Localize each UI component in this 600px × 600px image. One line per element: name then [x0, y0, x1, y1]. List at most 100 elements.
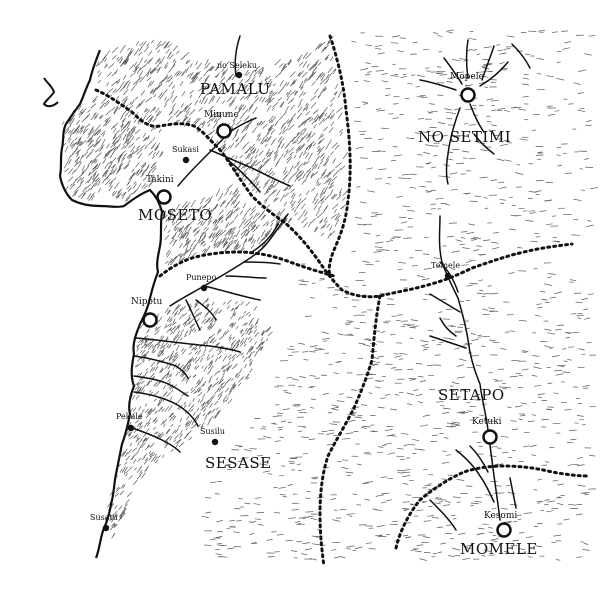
hatch-stroke [219, 88, 223, 95]
hatch-stroke [397, 50, 404, 53]
town-marker-sukasi[interactable] [182, 156, 190, 164]
hatch-stroke [128, 142, 135, 149]
hatch-stroke [484, 207, 489, 210]
hatch-stroke [174, 223, 179, 228]
city-marker-takini[interactable] [156, 189, 172, 205]
hatch-stroke [201, 219, 208, 226]
hatch-stroke [189, 72, 194, 79]
hatch-stroke [143, 339, 148, 345]
hatch-stroke [151, 348, 155, 354]
hatch-stroke [149, 88, 154, 94]
hatch-stroke [206, 400, 210, 405]
hatch-stroke [245, 115, 250, 121]
hatch-stroke [248, 347, 254, 353]
hatch-stroke [145, 368, 149, 372]
town-marker-punepo[interactable] [200, 284, 208, 292]
hatch-stroke [130, 125, 136, 131]
hatch-stroke [170, 259, 174, 264]
hatch-stroke [155, 107, 160, 113]
hatch-stroke [126, 138, 130, 145]
hatch-stroke [261, 67, 265, 71]
hatch-stroke [555, 328, 562, 331]
hatch-stroke [152, 151, 156, 156]
city-marker-kesomi[interactable] [496, 522, 512, 538]
hatch-stroke [284, 105, 289, 113]
hatch-stroke [289, 200, 294, 205]
hatch-stroke [305, 111, 311, 116]
hatch-stroke [117, 192, 122, 199]
hatch-stroke [222, 384, 226, 389]
hatch-stroke [119, 491, 124, 496]
hatch-stroke [264, 170, 269, 175]
hatch-stroke [445, 425, 452, 428]
hatch-stroke [95, 177, 100, 182]
hatch-stroke [167, 378, 171, 382]
hatch-stroke [122, 99, 126, 105]
town-marker-temele[interactable] [444, 272, 452, 280]
hatch-stroke [308, 140, 315, 147]
hatch-stroke [331, 404, 339, 407]
hatch-stroke [217, 393, 220, 397]
region-borders [94, 34, 590, 568]
hatch-stroke [282, 166, 287, 174]
hatch-stroke [113, 142, 117, 147]
city-marker-ketuki[interactable] [482, 429, 498, 445]
hatch-stroke [387, 298, 394, 300]
city-marker-mopele[interactable] [460, 87, 476, 103]
town-marker-susilu[interactable] [211, 438, 219, 446]
hatch-stroke [239, 329, 243, 333]
hatch-stroke [199, 99, 202, 104]
hatch-stroke [245, 78, 250, 84]
hatch-stroke [303, 78, 310, 84]
hatch-stroke [170, 359, 176, 365]
city-marker-minune[interactable] [216, 123, 232, 139]
hatch-stroke [128, 466, 133, 471]
hatch-stroke [390, 237, 395, 240]
town-marker-susatu[interactable] [102, 524, 110, 532]
hatch-stroke [76, 153, 79, 158]
hatch-stroke [222, 243, 226, 247]
town-marker-pekale[interactable] [127, 424, 135, 432]
hatch-stroke [234, 214, 239, 220]
hatch-stroke [191, 420, 195, 425]
hatch-stroke [172, 429, 177, 435]
hatch-stroke [208, 360, 213, 366]
hatch-stroke [222, 82, 226, 86]
hatch-stroke [168, 111, 173, 116]
hatch-stroke [308, 117, 314, 122]
hatch-stroke [218, 85, 222, 90]
hatch-stroke [570, 438, 577, 441]
hatch-stroke [375, 361, 381, 364]
hatch-stroke [430, 207, 436, 210]
hatch-stroke [399, 353, 407, 355]
hatch-stroke [138, 375, 144, 381]
hatch-stroke [122, 89, 129, 96]
hatch-stroke [165, 428, 171, 435]
hatch-stroke [203, 415, 208, 421]
town-marker-no-seleku[interactable] [235, 71, 243, 79]
hatch-stroke [403, 534, 409, 537]
river-mopele-9 [473, 133, 495, 155]
hatch-stroke [264, 159, 269, 164]
hatch-stroke [345, 471, 354, 474]
hatch-stroke [201, 353, 205, 358]
hatch-stroke [294, 174, 300, 182]
hatch-stroke [133, 458, 137, 464]
hatch-stroke [123, 164, 129, 169]
hatch-stroke [219, 383, 223, 388]
city-marker-nipotu[interactable] [142, 312, 158, 328]
hatch-stroke [336, 107, 343, 113]
hatch-stroke [339, 128, 344, 133]
hatch-stroke [506, 406, 512, 409]
hatch-stroke [157, 110, 162, 117]
hatch-stroke [197, 356, 201, 362]
hatch-stroke [89, 148, 94, 155]
hatch-stroke [126, 185, 132, 190]
hatch-stroke [268, 227, 273, 235]
hatch-stroke [268, 90, 273, 94]
hatch-stroke [240, 301, 244, 306]
hatch-stroke [142, 132, 147, 138]
hatch-stroke [137, 437, 141, 441]
hatch-stroke [449, 338, 455, 341]
hatch-stroke [488, 527, 493, 529]
